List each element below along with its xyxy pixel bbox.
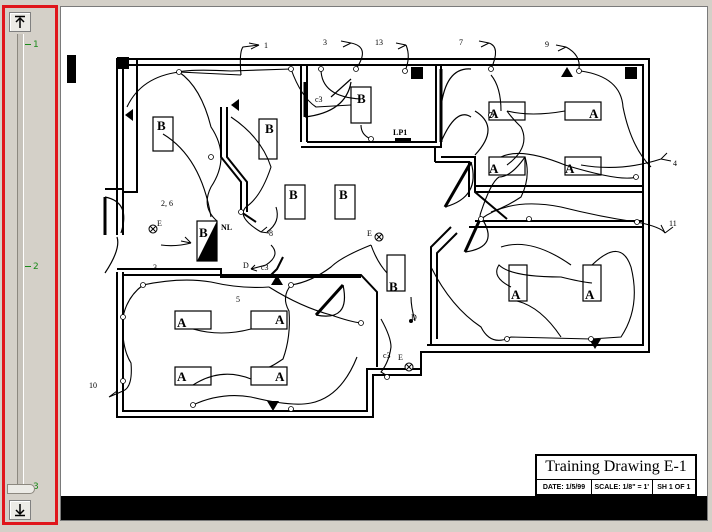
position-slider-thumb[interactable]: [7, 484, 35, 494]
fixture-label: B: [157, 118, 166, 133]
fixture-label: A: [585, 287, 595, 302]
panel-label: MDP: [68, 57, 77, 75]
drawing-page[interactable]: MDP LP1 B B B B B B B A A A A A A A A A …: [60, 6, 708, 521]
fixture-label: A: [275, 369, 285, 384]
document-bottom-bar: [61, 496, 707, 520]
dimmer-label: D: [411, 313, 417, 322]
sheet-number: SH 1 OF 1: [657, 484, 691, 491]
dimmer-label: D: [243, 261, 249, 270]
arrow-up-bar-icon: [15, 15, 25, 28]
circuit-label: 11: [669, 219, 677, 228]
title-block: Training Drawing E-1 DATE: 1/5/99 SCALE:…: [535, 454, 697, 496]
exit-label: E: [367, 229, 372, 238]
exit-label: E: [157, 219, 162, 228]
tick-marker: 1: [25, 40, 39, 50]
switch-label: c3: [383, 351, 391, 360]
page-navigation-rail[interactable]: 1 2 3: [2, 5, 58, 525]
circuit-label: 13: [375, 38, 383, 47]
fixture-label: B: [289, 187, 298, 202]
fixture-label: B: [339, 187, 348, 202]
fixture-label: B: [199, 225, 208, 240]
fixture-label: A: [275, 312, 285, 327]
scroll-up-button[interactable]: [9, 12, 31, 32]
drawing-date: DATE: 1/5/99: [537, 480, 592, 495]
fixture-label: A: [565, 161, 575, 176]
night-light-label: NL: [221, 223, 233, 232]
title-block-info-row: DATE: 1/5/99 SCALE: 1/8" = 1' SH 1 OF 1: [537, 479, 695, 495]
tick-marker: 2: [25, 262, 39, 272]
lighting-panel-label: LP1: [393, 128, 408, 137]
fixture-label: A: [177, 315, 187, 330]
exit-label: E: [398, 353, 403, 362]
circuit-label: 10: [89, 381, 97, 390]
fixture-label: A: [489, 106, 499, 121]
circuit-label: 2, 6: [161, 199, 173, 208]
fixture-label: A: [489, 161, 499, 176]
drawing-title: Training Drawing E-1: [545, 458, 687, 475]
circuit-label: 3: [323, 38, 327, 47]
switch-label: 3: [153, 263, 157, 272]
circuit-label: 8: [269, 229, 273, 238]
floor-plan-drawing: [67, 40, 674, 418]
switch-label: c3: [261, 263, 269, 272]
circuit-label: 9: [545, 40, 549, 49]
switch-label: c3: [315, 95, 323, 104]
fixture-label: A: [511, 287, 521, 302]
tick-label: 2: [33, 262, 39, 272]
tick-label: 3: [33, 482, 39, 492]
circuit-label: 4: [673, 159, 677, 168]
drawing-scale: SCALE: 1/8" = 1': [592, 480, 653, 495]
circuit-label: 1: [264, 41, 268, 50]
navigation-track[interactable]: [17, 34, 24, 494]
tick-label: 1: [33, 40, 39, 50]
circuit-label: 7: [459, 38, 463, 47]
arrow-down-bar-icon: [15, 504, 25, 517]
fixture-label: B: [265, 121, 274, 136]
fixture-label: A: [177, 369, 187, 384]
fixture-label: B: [389, 279, 398, 294]
fixture-label: B: [357, 91, 366, 106]
circuit-label: 5: [236, 295, 240, 304]
scroll-down-button[interactable]: [9, 500, 31, 520]
fixture-label: A: [589, 106, 599, 121]
